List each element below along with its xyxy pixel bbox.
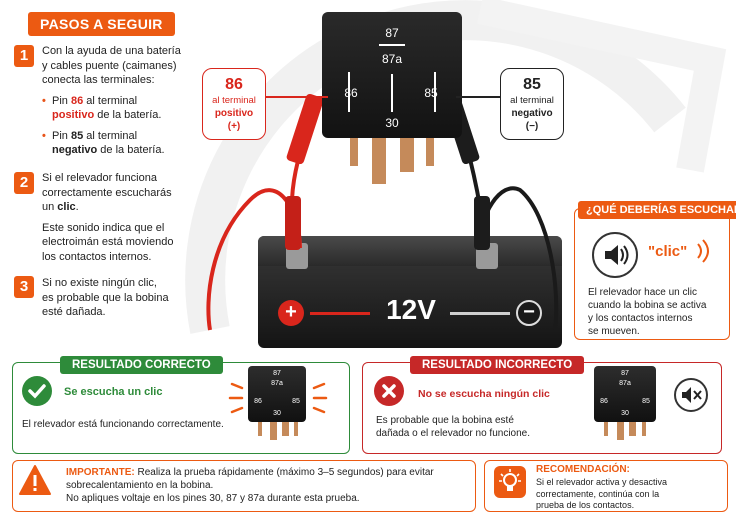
what-to-hear-title: ¿QUÉ DEBERÍAS ESCUCHAR? (578, 201, 736, 219)
step-1-bullet-85: Pin 85 al terminal negativo de la baterí… (42, 129, 212, 158)
callout-85-connector (456, 96, 500, 98)
step-1-bullet-86: Pin 86 al terminal positivo de la baterí… (42, 94, 212, 123)
speaker-icon (592, 232, 638, 278)
x-icon (374, 376, 404, 406)
warning-icon (18, 464, 52, 501)
step-2-line: Si el relevador funciona (42, 172, 157, 184)
step-2-number: 2 (14, 172, 34, 194)
callout-pin-86: 86 al terminal positivo (+) (202, 68, 266, 140)
important-panel (12, 460, 476, 512)
mute-icon (674, 378, 708, 412)
result-incorrect-desc: Es probable que la bobina esté dañada o … (376, 415, 531, 439)
result-incorrect-title: RESULTADO INCORRECTO (410, 356, 585, 374)
step-1: Con la ayuda de una batería y cables pue… (42, 44, 212, 158)
relay-pin-87-label: 87 (385, 26, 399, 40)
step-1-number: 1 (14, 45, 34, 67)
step-1-line: conecta las terminales: (42, 74, 155, 86)
steps-title: PASOS A SEGUIR (28, 12, 175, 36)
click-sound-label: "clic" (648, 243, 688, 260)
step-3-line: esté dañada. (42, 306, 106, 318)
relay-pin-86-label: 86 (344, 86, 358, 100)
step-3-line: es probable que la bobina (42, 291, 169, 304)
step-1-line: y cables puente (caimanes) (42, 59, 177, 72)
step-2-line: correctamente escucharás (42, 186, 172, 199)
battery-positive-symbol: + (278, 300, 304, 326)
recommendation-label: RECOMENDACIÓN: (536, 464, 630, 475)
what-to-hear-panel (574, 208, 730, 340)
step-2-note: Este sonido indica que el (42, 221, 165, 234)
recommendation-text: Si el relevador activa y desactiva corre… (536, 477, 668, 510)
step-2: Si el relevador funciona correctamente e… (42, 171, 212, 264)
step-2-note: electroimán está moviendo (42, 236, 174, 248)
step-3-line: Si no existe ningún clic, (42, 277, 157, 289)
relay-small-ok: 87 87a 86 85 30 (248, 366, 306, 422)
result-correct-title: RESULTADO CORRECTO (60, 356, 223, 374)
step-2-line: un clic. (42, 201, 79, 213)
result-correct-heading: Se escucha un clic (64, 386, 163, 398)
step-3-number: 3 (14, 276, 34, 298)
relay-small-ok-pins (258, 422, 298, 440)
check-icon (22, 376, 52, 406)
relay-pins (350, 138, 436, 190)
battery: + 12V − (258, 236, 562, 348)
relay-small-bad: 87 87a 86 85 30 (594, 366, 656, 422)
battery-voltage-label: 12V (386, 294, 436, 325)
sound-waves-icon (694, 238, 714, 269)
click-rays-icon (228, 382, 328, 414)
callout-86-connector (266, 96, 328, 98)
callout-pin-85: 85 al terminal negativo (−) (500, 68, 564, 140)
step-2-note: los contactos internos. (42, 250, 152, 263)
step-1-line: Con la ayuda de una batería (42, 45, 181, 57)
battery-negative-symbol: − (516, 300, 542, 326)
result-correct-desc: El relevador está funcionando correctame… (22, 419, 224, 430)
relay-small-bad-pins (604, 422, 646, 440)
result-incorrect-panel (362, 362, 722, 454)
result-incorrect-heading: No se escucha ningún clic (418, 388, 550, 400)
lightbulb-icon (494, 466, 526, 498)
step-3: Si no existe ningún clic, es probable qu… (42, 276, 212, 320)
relay-pin-30-label: 30 (385, 116, 399, 130)
relay: 87 87a 86 85 30 (322, 12, 462, 138)
important-text: IMPORTANTE: Realiza la prueba rápidament… (66, 467, 434, 504)
relay-pin-85-label: 85 (424, 86, 438, 100)
relay-pin-87a-label: 87a (381, 52, 403, 66)
what-to-hear-text: El relevador hace un clic cuando la bobi… (588, 287, 707, 337)
